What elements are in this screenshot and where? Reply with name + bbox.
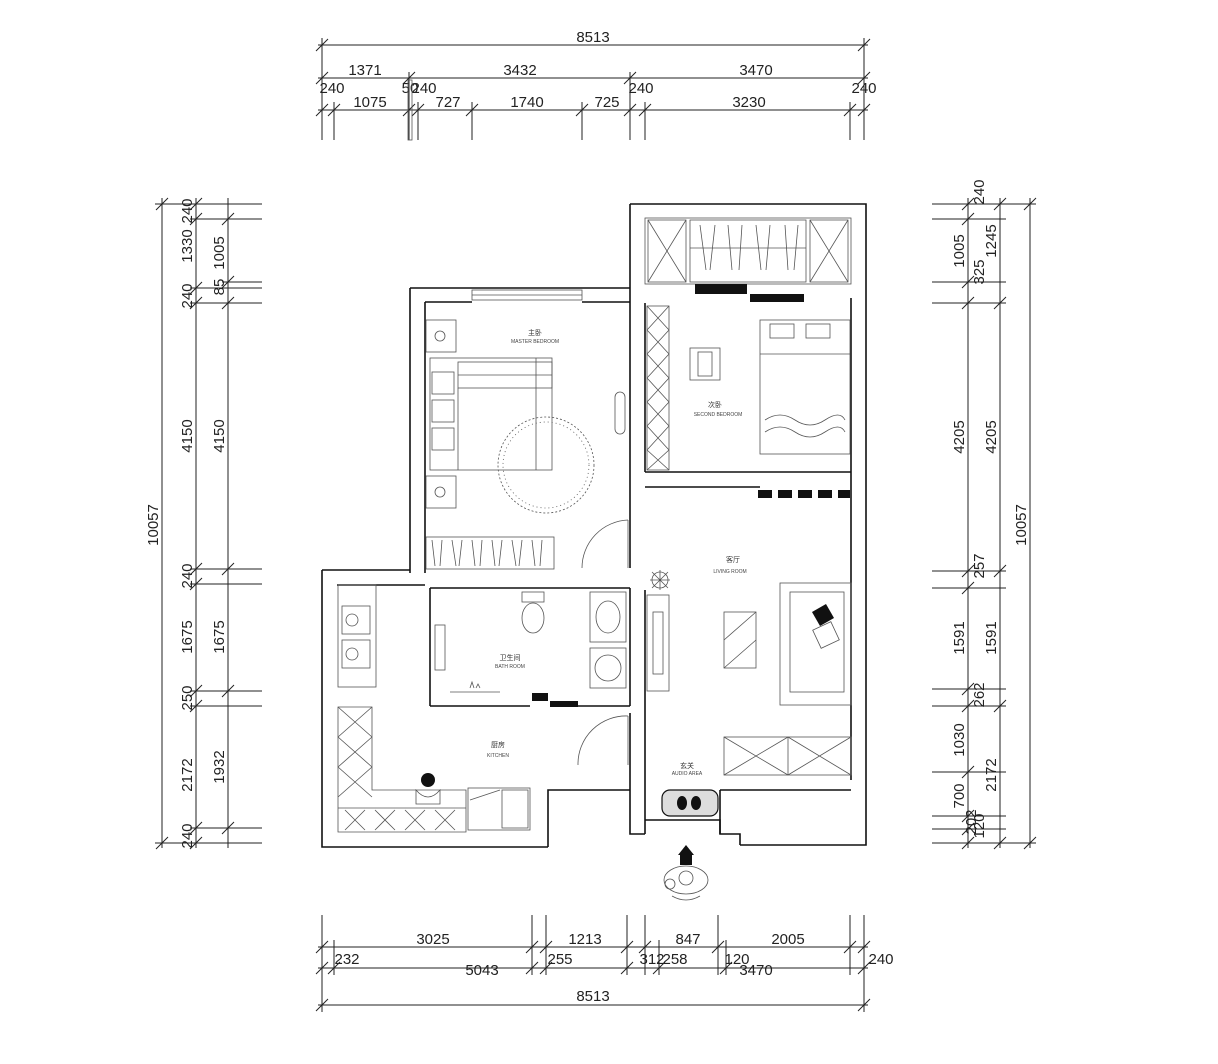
master-bedroom-title: 主卧 [528, 328, 542, 337]
bathroom-subtitle: BATH ROOM [495, 664, 525, 670]
top-dim-1075: 1075 [353, 94, 386, 111]
second-bedroom: 次卧 SECOND BEDROOM [646, 305, 851, 471]
top-dim-3230: 3230 [732, 94, 765, 111]
top-dim-727: 727 [435, 94, 460, 111]
top-dim-725: 725 [594, 94, 619, 111]
left-dim-1005: 1005 [211, 236, 228, 269]
entrance-subtitle: AUDIO AREA [672, 771, 703, 777]
bottom-dim-5043: 5043 [465, 962, 498, 979]
left-dim-4150a: 4150 [179, 419, 196, 452]
wall-blocks [532, 284, 850, 707]
bathroom: 卫生间 BATH ROOM [450, 591, 629, 766]
kitchen-title: 厨房 [491, 740, 505, 749]
right-dim-1030: 1030 [951, 723, 968, 756]
right-dim-240: 240 [971, 179, 988, 204]
left-dim-240b: 240 [179, 283, 196, 308]
right-dim-325: 325 [971, 259, 988, 284]
bottom-dim-2005: 2005 [771, 931, 804, 948]
second-bedroom-title: 次卧 [708, 400, 722, 409]
kitchen-subtitle: KITCHEN [487, 753, 509, 759]
left-dim-2172: 2172 [179, 758, 196, 791]
bottom-dim-232: 232 [334, 951, 359, 968]
top-dim-1740: 1740 [510, 94, 543, 111]
left-dim-4150b: 4150 [211, 419, 228, 452]
living-room: 客厅 LIVING ROOM [646, 555, 852, 776]
top-dim-3470: 3470 [739, 62, 772, 79]
left-dimensions: 10057 240 1330 240 4150 240 1675 250 217… [145, 197, 262, 850]
top-dim-1371: 1371 [348, 62, 381, 79]
windows [407, 79, 583, 671]
left-dim-1932: 1932 [211, 750, 228, 783]
bottom-overall-dim: 8513 [576, 988, 609, 1005]
right-dim-262: 262 [971, 682, 988, 707]
right-dimensions: 240 1005 325 4205 257 1591 262 1030 700 … [932, 179, 1037, 850]
right-dim-1005: 1005 [951, 234, 968, 267]
person-topview-icon [663, 845, 709, 901]
right-dim-202: 202 [963, 809, 980, 834]
left-dim-1675a: 1675 [179, 620, 196, 653]
right-dim-1591b: 1591 [983, 621, 1000, 654]
bottom-dimensions: 3025 1213 847 2005 232 5043 255 312 258 … [315, 915, 894, 1012]
bottom-dim-312: 312 [639, 951, 664, 968]
living-room-title: 客厅 [726, 555, 740, 564]
left-dim-85: 85 [211, 279, 228, 296]
left-dim-240d: 240 [179, 823, 196, 848]
right-dim-700: 700 [951, 783, 968, 808]
top-dim-240a: 240 [319, 80, 344, 97]
bottom-dim-3470: 3470 [739, 962, 772, 979]
left-dim-1675b: 1675 [211, 620, 228, 653]
bottom-dim-258: 258 [662, 951, 687, 968]
bottom-dim-120: 120 [724, 951, 749, 968]
bottom-dim-3025: 3025 [416, 931, 449, 948]
entrance-title: 玄关 [680, 761, 694, 770]
right-dim-4205b: 4205 [983, 420, 1000, 453]
living-room-subtitle: LIVING ROOM [713, 569, 746, 575]
top-dim-240b: 240 [411, 80, 436, 97]
plant-icon [650, 570, 670, 590]
right-dim-120: 120 [971, 813, 988, 838]
right-overall-dim: 10057 [1013, 504, 1030, 546]
left-dim-240a: 240 [179, 198, 196, 223]
bottom-dim-240: 240 [868, 951, 893, 968]
right-dim-2172: 2172 [983, 758, 1000, 791]
bottom-dim-847: 847 [675, 931, 700, 948]
top-dim-240d: 240 [851, 80, 876, 97]
master-bedroom-subtitle: MASTER BEDROOM [511, 339, 559, 345]
kitchen-person-icon [415, 773, 441, 805]
right-dim-4205a: 4205 [951, 420, 968, 453]
left-dim-240c: 240 [179, 563, 196, 588]
entrance: 玄关 AUDIO AREA [661, 761, 719, 901]
top-dim-240c: 240 [628, 80, 653, 97]
bottom-dim-255: 255 [547, 951, 572, 968]
top-dim-3432: 3432 [503, 62, 536, 79]
second-bedroom-subtitle: SECOND BEDROOM [694, 412, 743, 418]
balcony-wardrobe [647, 219, 849, 283]
right-dim-1245: 1245 [983, 224, 1000, 257]
top-dim-50: 50 [402, 80, 419, 97]
left-dim-250: 250 [179, 685, 196, 710]
kitchen: 厨房 KITCHEN [337, 584, 531, 833]
top-overall-dim: 8513 [576, 29, 609, 46]
left-overall-dim: 10057 [145, 504, 162, 546]
master-bedroom: 主卧 MASTER BEDROOM [425, 319, 629, 570]
top-dimensions: 8513 1371 3432 3470 240 1075 50 240 727 … [315, 29, 877, 140]
right-dim-257: 257 [971, 553, 988, 578]
right-dim-1591a: 1591 [951, 621, 968, 654]
bathroom-title: 卫生间 [500, 653, 521, 662]
bottom-dim-1213: 1213 [568, 931, 601, 948]
left-dim-1330: 1330 [179, 229, 196, 262]
